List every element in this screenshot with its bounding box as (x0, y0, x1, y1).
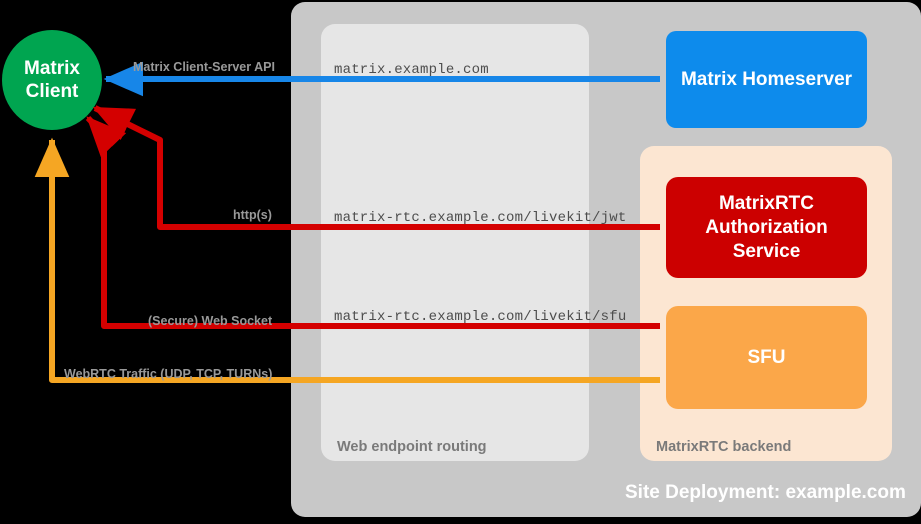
connection-livekit-jwt (92, 105, 660, 230)
connection-webrtc-traffic (34, 137, 660, 383)
panel-web-endpoint-routing (321, 24, 589, 461)
node-matrixrtc-authorization-service[interactable] (666, 177, 867, 278)
connection-livekit-sfu (85, 115, 660, 329)
node-matrix-client[interactable] (2, 30, 102, 130)
node-matrix-homeserver[interactable] (666, 31, 867, 128)
node-sfu[interactable] (666, 306, 867, 409)
